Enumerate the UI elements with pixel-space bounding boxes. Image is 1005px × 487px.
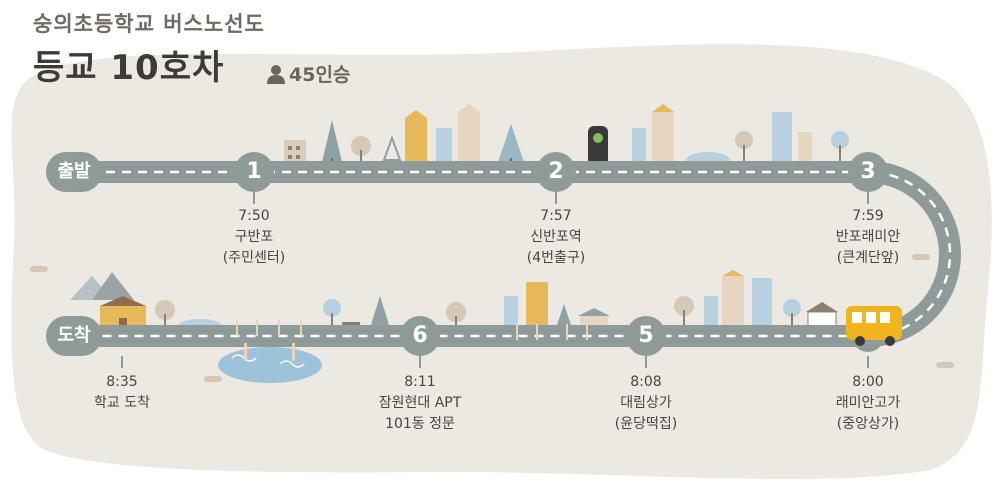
stop-info-5: 8:08 대림상가 (윤당떡집) [571,372,721,435]
stop-detail: 101동 정문 [385,416,455,432]
building-icon [798,132,812,166]
start-label: 출발 [57,161,91,182]
stop-marker-5 [626,316,666,356]
stop-detail: (주민센터) [222,250,286,266]
stop-marker-3 [848,152,888,192]
capacity-label: 45인승 [289,64,351,86]
start-marker [46,152,102,192]
stop-detail: (4번출구) [526,250,586,266]
building-icon [458,104,480,166]
building-icon [526,282,548,332]
tree-icon [674,296,694,332]
stop-info-3: 7:59 반포래미안 (큰계단앞) [793,206,943,269]
pond-icon [218,343,322,383]
stop-number-3: 3 [860,159,876,184]
tree-icon [831,131,849,166]
building-icon [772,112,792,166]
stop-number-5: 5 [638,323,654,348]
tree-icon [370,296,390,328]
tree-icon [735,131,753,166]
stop-marker-6 [400,316,440,356]
building-icon [752,278,772,332]
stop-name: 대림상가 [620,395,672,411]
building-icon [504,296,518,332]
tree-icon [556,304,572,328]
stop-number-1: 1 [246,159,262,184]
lamp-posts [236,320,588,340]
end-marker [46,316,102,356]
tree-icon [588,126,608,166]
bus-icon [846,306,902,346]
mountain-icon [70,272,134,300]
top-scenery [284,104,849,168]
stop-info-2: 7:57 신반포역 (4번출구) [481,206,631,269]
stop-time: 8:00 [852,374,884,390]
end-label: 도착 [57,325,91,346]
capacity-badge: 45인승 [266,60,350,87]
stop-info-6: 8:11 잠원현대 APT 101동 정문 [345,372,495,435]
stop-name: 구반포 [234,229,274,245]
stop-name: 래미안고가 [835,395,901,411]
school-route-title: 숭의초등학교 버스노선도 [33,12,265,36]
stop-time: 8:11 [404,374,436,390]
tree-icon [783,299,801,332]
stop-number-6: 6 [412,323,428,348]
stop-markers [46,152,888,356]
stop-name: 잠원현대 APT [378,395,462,411]
stop-detail: (윤당떡집) [614,416,678,432]
stop-ticks [121,192,869,368]
building-icon [722,270,744,332]
building-icon [284,140,306,166]
tree-icon [446,302,466,332]
stop-number-2: 2 [548,159,564,184]
tree-icon [155,300,175,332]
tree-icon [323,299,341,332]
building-icon [704,296,718,332]
stop-marker-1 [234,152,274,192]
stop-marker-2 [536,152,576,192]
stop-info-1: 7:50 구반포 (주민센터) [179,206,329,269]
stop-time: 8:35 [106,374,138,390]
building-icon [405,110,427,166]
building-icon [436,128,452,166]
stop-name: 학교 도착 [94,395,150,411]
stop-name: 반포래미안 [835,229,901,245]
page-title: 등교 10호차 [33,48,225,88]
stop-time: 7:59 [852,208,884,224]
tree-icon [382,135,402,161]
stop-time: 7:57 [540,208,572,224]
building-icon [632,128,646,166]
stop-info-4: 8:00 래미안고가 (중앙상가) [793,372,943,435]
cloud-icon [30,254,954,382]
stop-detail: (중앙상가) [836,416,900,432]
stop-time: 7:50 [238,208,270,224]
stop-time: 8:08 [630,374,662,390]
stop-info-arrival: 8:35 학교 도착 [47,372,197,414]
stop-detail: (큰계단앞) [836,250,900,266]
tree-icon [351,136,371,166]
building-icon [652,104,674,166]
person-icon [267,64,285,84]
stop-name: 신반포역 [530,229,582,245]
